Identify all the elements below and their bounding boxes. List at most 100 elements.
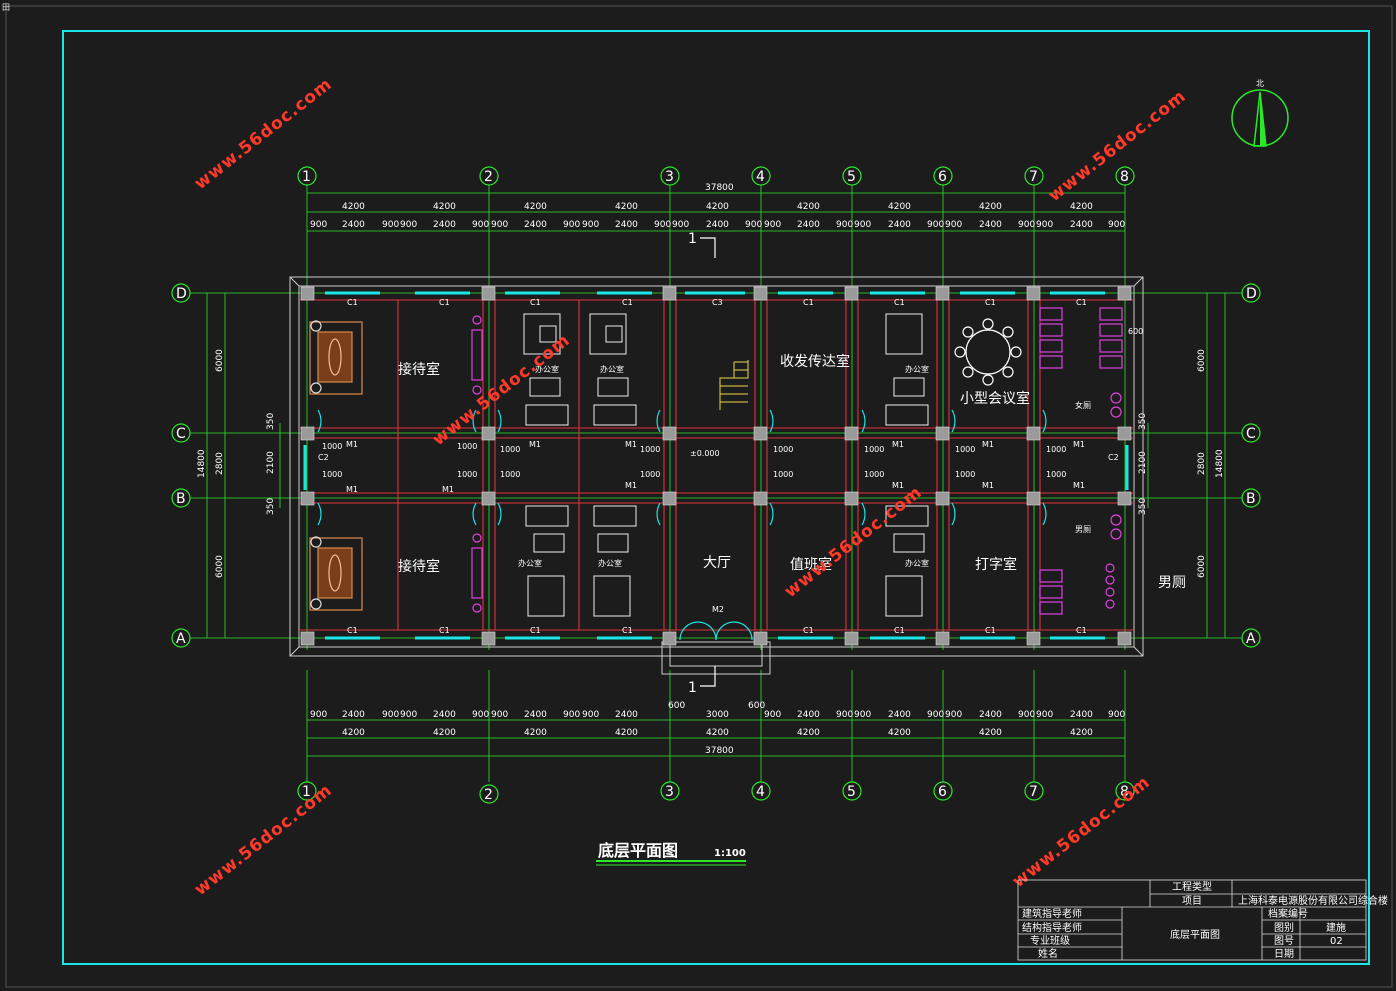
- drawing-title-scale: 1:100: [714, 848, 746, 859]
- window-tag: C1: [803, 298, 814, 307]
- depth-dimension: 6000: [215, 555, 225, 578]
- door-width-labels: 1000 1000 1000 1000 1000 1000 1000 1000 …: [322, 442, 1066, 479]
- depth-dimension: 350: [266, 413, 276, 430]
- bay-dimension: 4200: [524, 728, 547, 738]
- door-width: 1000: [457, 470, 477, 479]
- axis-bubbles-lettered: [171, 283, 1261, 648]
- seg-dimension: 900: [382, 220, 399, 230]
- windows: [303, 291, 1129, 640]
- room-typing: 打字室: [975, 556, 1017, 573]
- door-tag: M1: [1073, 440, 1085, 449]
- axis-label: D: [1246, 286, 1257, 302]
- drawing-frame: [62, 30, 1370, 965]
- window-tag: C1: [439, 626, 450, 635]
- bay-dimensions-bottom: 4200 4200 4200 4200 4200 4200 4200 4200 …: [342, 728, 1093, 738]
- tb-category-value: 建施: [1326, 921, 1346, 934]
- door-width: 1000: [1046, 445, 1066, 454]
- axis-label: C: [1246, 426, 1256, 442]
- room-office: 办公室: [905, 558, 929, 568]
- seg-dimension: 900: [1018, 710, 1035, 720]
- tb-name: 姓名: [1038, 947, 1058, 960]
- section-marks: [700, 237, 716, 687]
- seg-dimension: 900: [310, 710, 327, 720]
- window-tag: C1: [622, 626, 633, 635]
- depth-dimension: 6000: [215, 349, 225, 372]
- seg-dimension: 2400: [524, 710, 547, 720]
- bay-dimension: 4200: [706, 202, 729, 212]
- bay-dimension: 4200: [1070, 728, 1093, 738]
- north-arrow: 北: [1231, 79, 1289, 147]
- room-men: 男厕: [1158, 575, 1186, 591]
- window-tag: C1: [803, 626, 814, 635]
- seg-dimension: 900: [854, 710, 871, 720]
- tb-struct-advisor: 结构指导老师: [1022, 921, 1082, 934]
- axis-label: 7: [1029, 169, 1038, 185]
- door-width: 1000: [773, 470, 793, 479]
- axis-label: 1: [302, 784, 311, 800]
- door-tags: M1 M1 M1 M1 M1 M1 M1 M1 M1 M1 M1 M1 M2: [346, 440, 1085, 614]
- tb-date: 日期: [1274, 948, 1294, 960]
- depth-dimension: 14800: [1215, 449, 1225, 478]
- axis-label: 5: [847, 784, 856, 800]
- window-tag: C1: [894, 298, 905, 307]
- room-office: 办公室: [905, 364, 929, 374]
- depth-dimension: 2800: [1197, 452, 1207, 475]
- window-tag: C1: [1076, 298, 1087, 307]
- toilet-dimension: 600: [1128, 327, 1143, 336]
- depth-dimension: 6000: [1197, 555, 1207, 578]
- title-block: [1017, 879, 1367, 961]
- room-meeting: 小型会议室: [960, 390, 1030, 407]
- seg-dimension: 600: [668, 701, 685, 711]
- axis-label: 8: [1120, 169, 1129, 185]
- door-tag: M1: [625, 440, 637, 449]
- bay-dimension: 4200: [342, 202, 365, 212]
- window-tag: C1: [894, 626, 905, 635]
- bay-dimension: 4200: [1070, 202, 1093, 212]
- door-width: 1000: [1046, 470, 1066, 479]
- seg-dimension: 900: [945, 710, 962, 720]
- bay-dimension: 4200: [979, 728, 1002, 738]
- seg-dimension: 900: [836, 220, 853, 230]
- door-width: 1000: [500, 445, 520, 454]
- axis-label: A: [1246, 631, 1256, 647]
- drawing-title-name: 底层平面图: [598, 841, 678, 860]
- door-width: 1000: [955, 470, 975, 479]
- window-tag: C2: [318, 453, 329, 462]
- tb-arch-advisor: 建筑指导老师: [1022, 907, 1082, 920]
- menu-marker[interactable]: 田: [2, 3, 10, 12]
- seg-dimension: 900: [491, 710, 508, 720]
- window-tag: C1: [530, 298, 541, 307]
- door-tag: M1: [892, 440, 904, 449]
- seg-dimension: 900: [1036, 220, 1053, 230]
- bay-dimension: 4200: [615, 728, 638, 738]
- door-tag: M1: [625, 481, 637, 490]
- window-tag: C1: [622, 298, 633, 307]
- window-tag: C1: [985, 626, 996, 635]
- door-width: 1000: [322, 470, 342, 479]
- outer-sheet-border: [5, 5, 1393, 988]
- tb-major-class: 专业班级: [1030, 934, 1070, 947]
- seg-dimension: 2400: [706, 220, 729, 230]
- room-labels: 接待室 接待室 办公室 办公室 办公室 办公室 收发传达室 办公室 办公室 小型…: [398, 353, 1186, 591]
- axis-label: 5: [847, 169, 856, 185]
- seg-dimension: 900: [764, 710, 781, 720]
- seg-dimension: 2400: [797, 710, 820, 720]
- cabinets: [471, 315, 483, 613]
- axis-label: 4: [756, 169, 765, 185]
- overall-dimension-bottom: 37800: [705, 746, 734, 756]
- seg-dimension: 2400: [888, 710, 911, 720]
- toilet-fixtures: [1039, 307, 1123, 615]
- seg-dimension: 2400: [1070, 220, 1093, 230]
- seg-dimension: 900: [400, 220, 417, 230]
- axis-label: 6: [938, 169, 947, 185]
- seg-dimension: 900: [472, 710, 489, 720]
- segment-dimensions-bottom: 900 2400 900 900 2400 900 900 2400 900 9…: [310, 701, 1125, 720]
- bay-dimension: 4200: [706, 728, 729, 738]
- seg-dimension: 900: [945, 220, 962, 230]
- seg-dimension: 900: [310, 220, 327, 230]
- office-furniture: [523, 313, 929, 617]
- axis-label: D: [176, 286, 187, 302]
- seg-dimension: 2400: [433, 220, 456, 230]
- room-mailroom: 收发传达室: [780, 353, 850, 370]
